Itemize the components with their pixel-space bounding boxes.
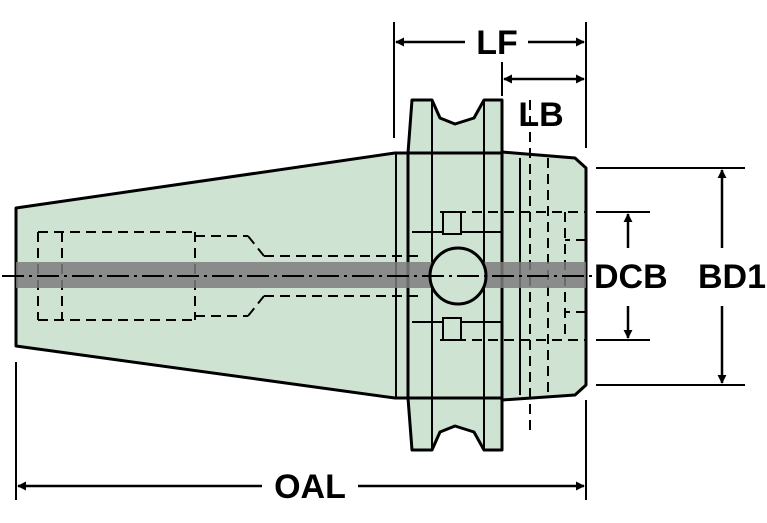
dcb-label: DCB	[594, 258, 668, 296]
oal-label: OAL	[274, 468, 346, 506]
set-screw-top	[442, 211, 462, 235]
lb-label: LB	[518, 96, 563, 134]
extension-lines	[15, 22, 745, 500]
lf-label: LF	[476, 24, 518, 62]
set-screw-bottom	[442, 317, 462, 341]
bd1-label: BD1	[698, 258, 766, 296]
flange-top	[406, 98, 504, 155]
flange-bottom	[406, 396, 504, 452]
dimension-lines	[17, 37, 727, 491]
